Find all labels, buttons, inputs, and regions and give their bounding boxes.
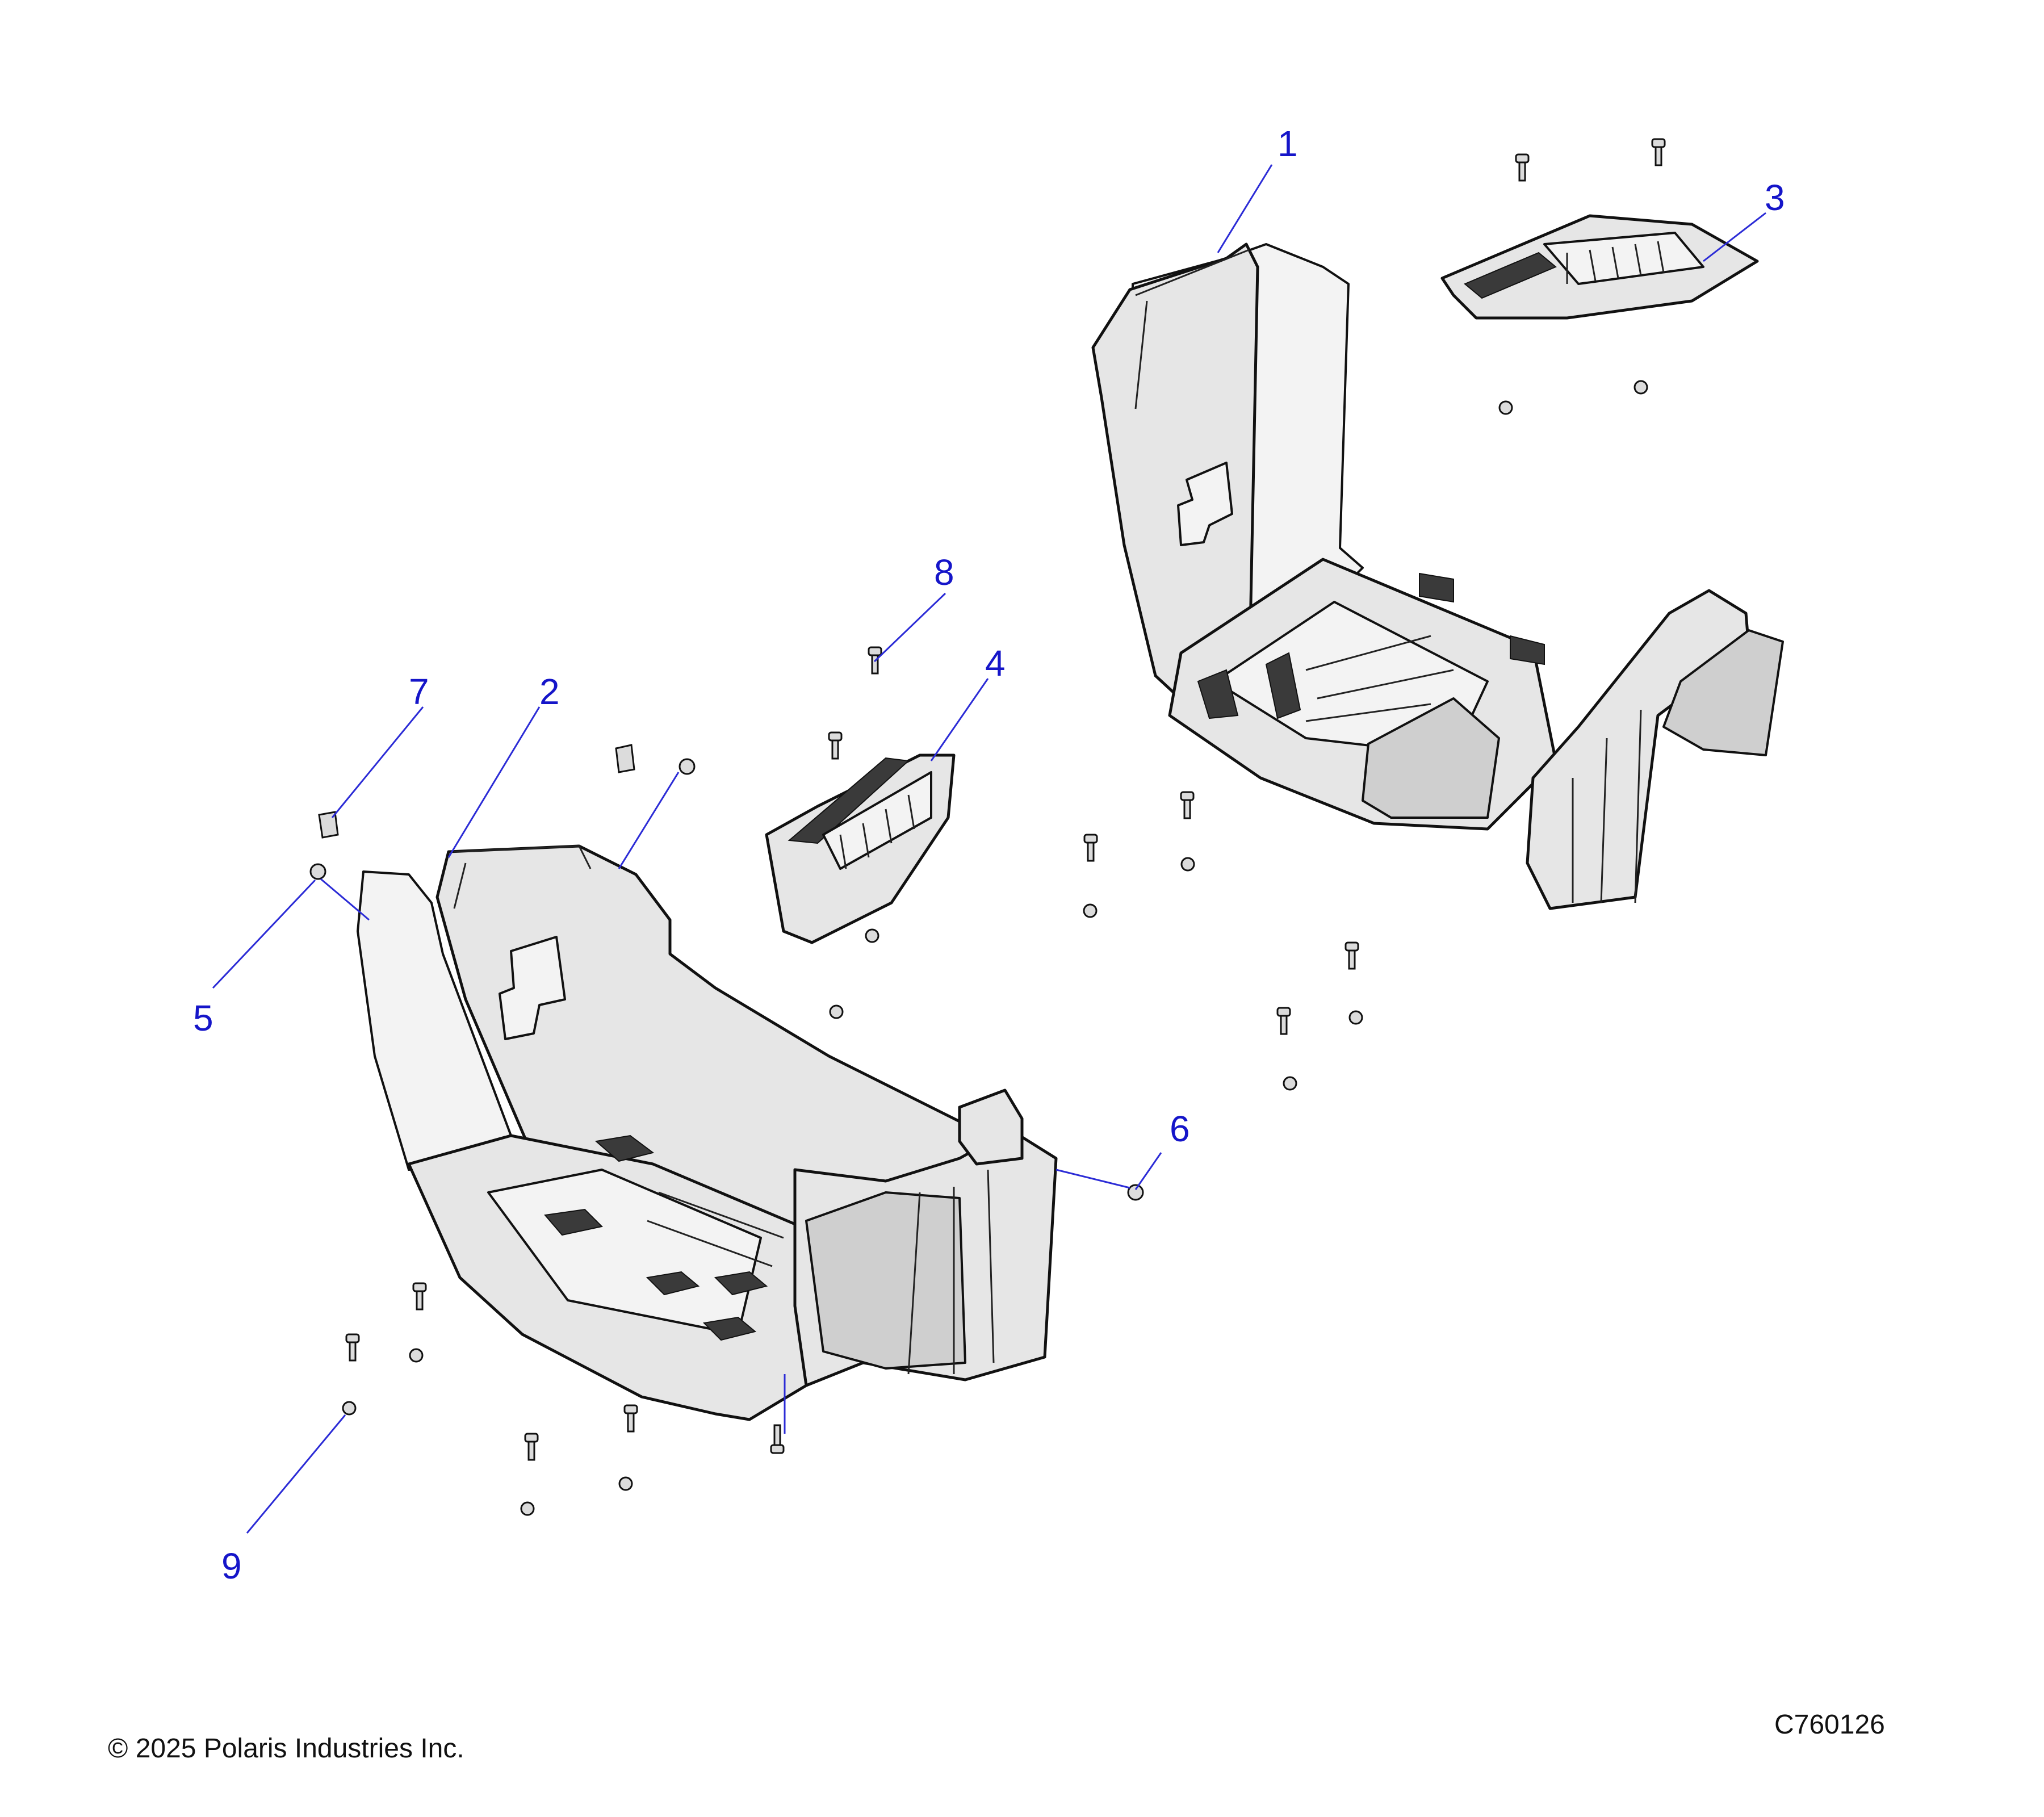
nut [1348, 1010, 1363, 1025]
fastener-hardware [309, 138, 1666, 1516]
callout-2: 2 [539, 671, 560, 712]
push-rivet [678, 758, 696, 775]
push-rivet [309, 863, 326, 880]
bolt [345, 1333, 360, 1362]
nut [1498, 400, 1513, 415]
nut [342, 1401, 357, 1416]
leader-lines [212, 164, 1766, 1534]
clip [318, 811, 339, 839]
right-floorboard [1091, 242, 1784, 910]
bolt [770, 1424, 785, 1454]
bolt [412, 1282, 427, 1311]
callout-4: 4 [985, 643, 1006, 684]
bolt [1276, 1007, 1291, 1035]
nut [1283, 1076, 1297, 1091]
bolt [1515, 153, 1530, 182]
drawing-number: C760126 [1774, 1710, 1885, 1740]
nut [520, 1501, 535, 1516]
nut [1180, 857, 1195, 872]
nut [409, 1348, 424, 1363]
bolt [1083, 834, 1098, 862]
clip [615, 744, 635, 773]
right-footrest-pad [1440, 214, 1759, 320]
callout-8: 8 [934, 552, 954, 593]
bolt [1651, 138, 1666, 166]
nut [829, 1004, 844, 1019]
push-rivet [1127, 1184, 1144, 1201]
bolt [828, 731, 843, 760]
callout-7: 7 [409, 671, 429, 712]
nut [1083, 903, 1098, 918]
callout-9: 9 [221, 1546, 242, 1586]
bolt [868, 646, 882, 675]
bolt [623, 1404, 638, 1433]
callout-1: 1 [1278, 123, 1298, 164]
bolt [524, 1433, 539, 1461]
callout-labels: 1 2 3 4 5 6 7 8 9 [193, 123, 1785, 1586]
left-footrest-pad [765, 753, 956, 944]
copyright-notice: © 2025 Polaris Industries Inc. [108, 1734, 464, 1764]
left-floorboard [357, 844, 1058, 1421]
nut [1633, 380, 1648, 395]
nut [618, 1476, 633, 1491]
bolt [1180, 791, 1195, 819]
bolt [1344, 941, 1359, 970]
callout-5: 5 [193, 998, 213, 1039]
callout-3: 3 [1765, 177, 1785, 218]
nut [865, 928, 879, 943]
callout-6: 6 [1170, 1108, 1190, 1149]
